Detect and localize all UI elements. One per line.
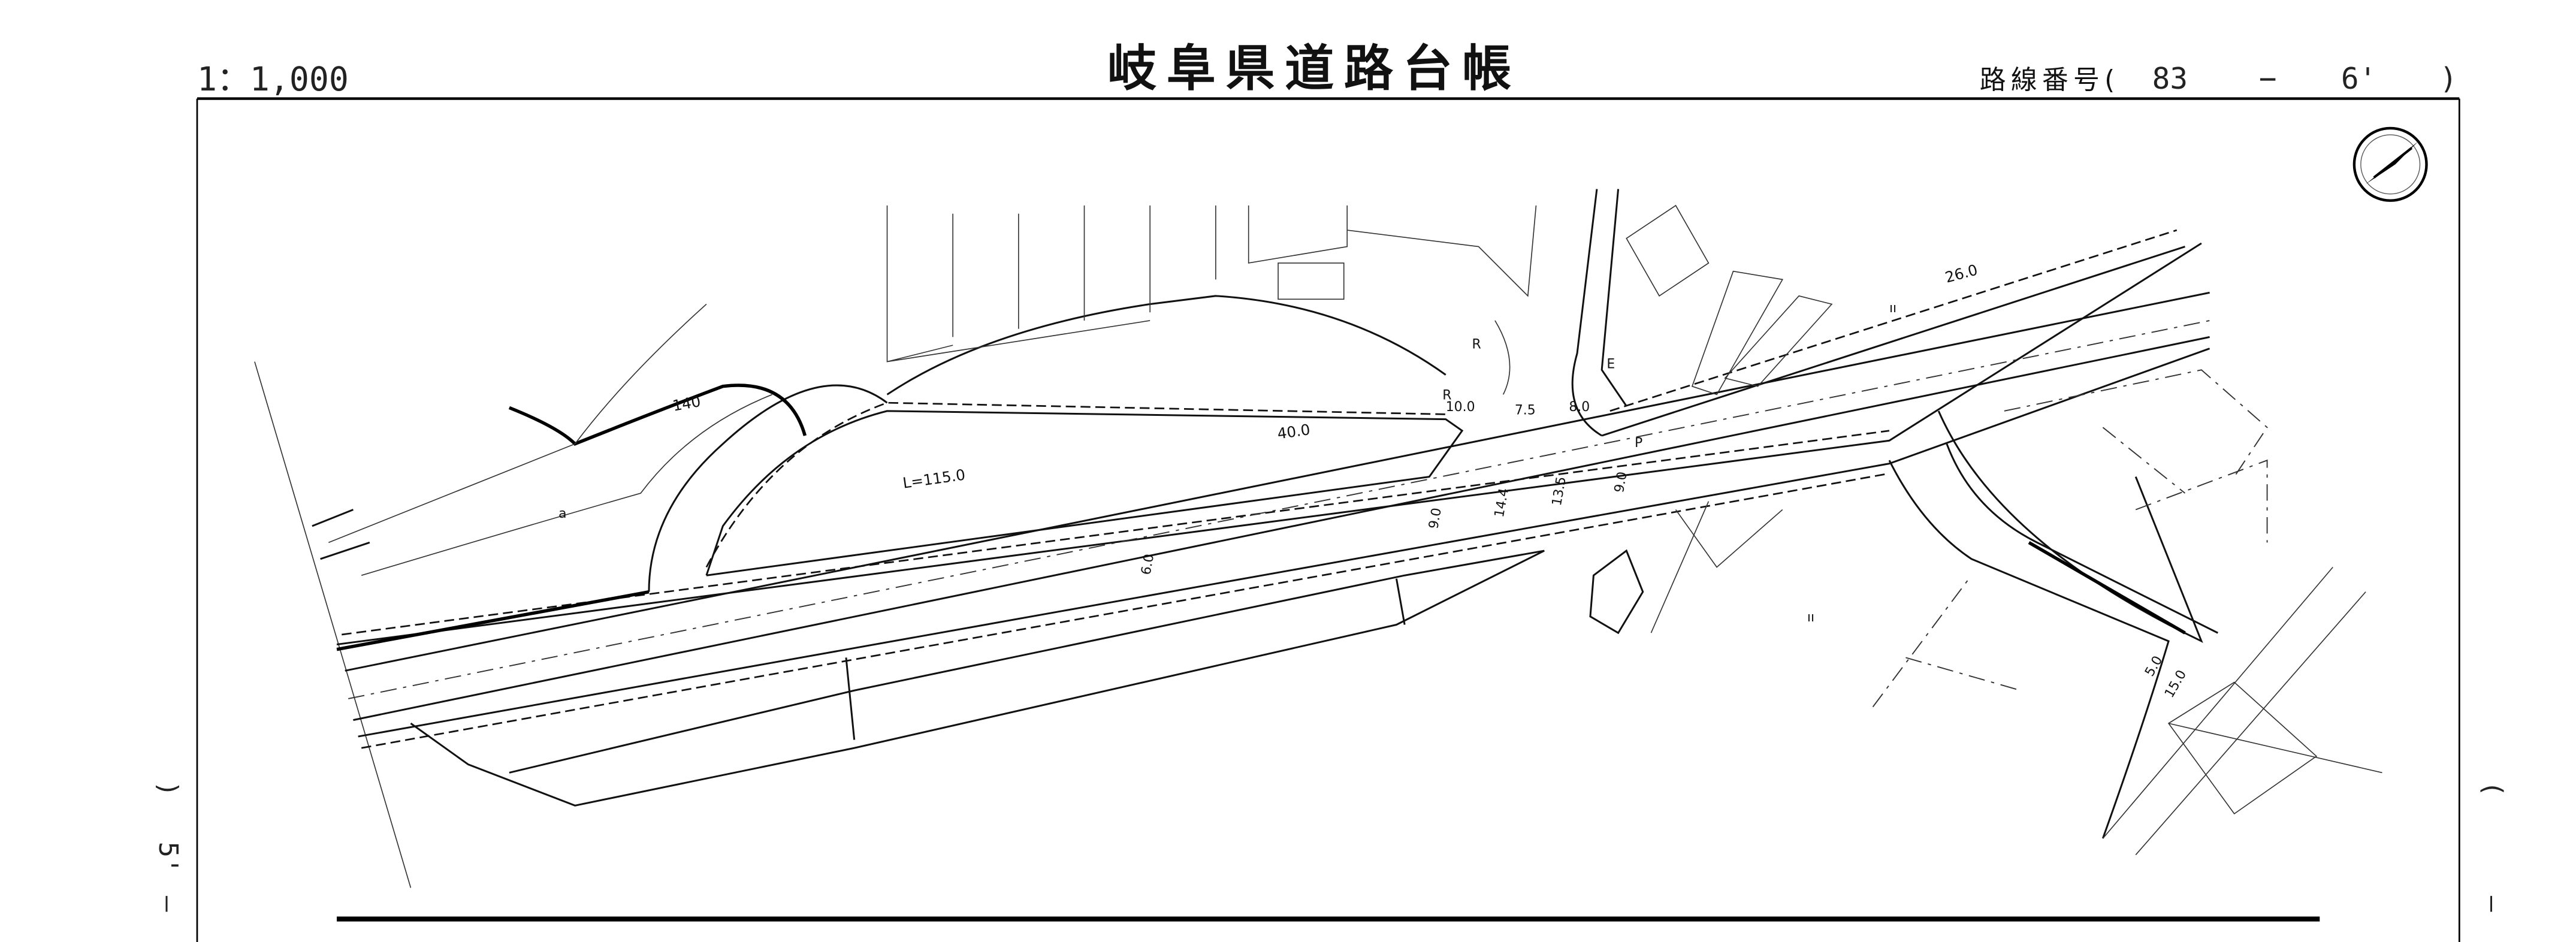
mark-p: P	[1635, 436, 1642, 451]
map-frame	[196, 97, 2460, 942]
route-number: 路線番号( 83 − 6' )	[1980, 61, 2457, 96]
right-margin-paren: (	[2477, 781, 2508, 796]
width-label-40: 40.0	[1276, 421, 1311, 442]
mark-e: E	[1606, 357, 1615, 372]
route-number-value: 83	[2152, 61, 2188, 96]
road-plan-drawing	[254, 189, 2382, 888]
width-label-8: 8.0	[1569, 400, 1590, 415]
route-label: 路線番号(	[1980, 65, 2120, 95]
mark-r-1: R	[1472, 337, 1481, 352]
sheet-title: 岐阜県道路台帳	[1107, 41, 1521, 98]
width-label-9-b: 9.0	[1612, 470, 1630, 494]
mark-ii: ıı	[1807, 610, 1814, 625]
north-arrow-icon	[2352, 126, 2428, 202]
right-margin-dash: —	[2477, 896, 2508, 912]
width-label-6: 6.0	[1138, 553, 1157, 576]
width-label-26: 26.0	[1943, 261, 1980, 286]
width-label-9-a: 9.0	[1426, 507, 1445, 530]
route-dash: −	[2259, 61, 2277, 96]
contour-label: 140	[671, 393, 702, 415]
width-label-5: 5.0	[2142, 654, 2166, 680]
width-label-13-5: 13.5	[1550, 476, 1569, 507]
route-close: )	[2439, 61, 2457, 96]
left-margin-sheet: 5'	[153, 842, 183, 874]
mark-mt: ıı	[1889, 301, 1896, 316]
left-margin: ) 5' —	[153, 781, 183, 912]
width-label-7-5: 7.5	[1515, 403, 1536, 418]
sheet-number: 6'	[2341, 61, 2376, 96]
width-label-10: 10.0	[1446, 400, 1475, 415]
left-margin-dash: —	[153, 896, 183, 912]
right-margin: ( —	[2477, 781, 2508, 912]
left-margin-paren: )	[153, 781, 183, 796]
curve-length-label: L=115.0	[902, 466, 967, 491]
map-labels: 140 L=115.0 40.0 10.0 7.5 8.0 26.0 9.0 1…	[558, 261, 2190, 701]
scale-label: 1：1,000	[197, 60, 349, 98]
mark-a: a	[558, 506, 566, 521]
mark-r-2: R	[1442, 388, 1451, 403]
width-label-15: 15.0	[2162, 668, 2190, 701]
